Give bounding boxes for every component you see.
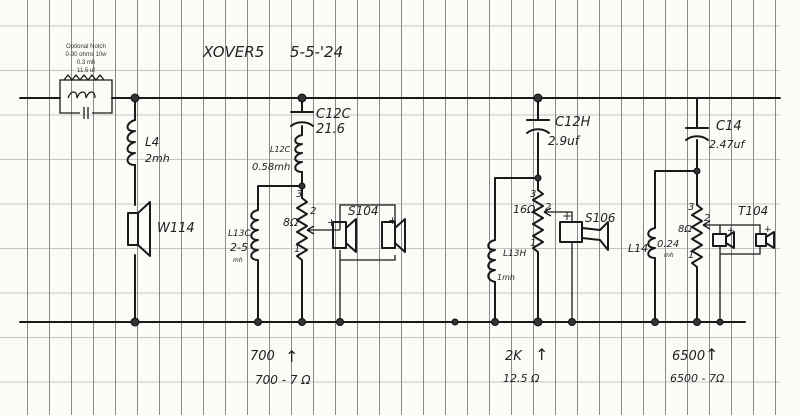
inductor-L12C bbox=[294, 134, 303, 173]
potentiometer-tweeter bbox=[691, 204, 703, 273]
l14-value: 0.24 bbox=[657, 239, 679, 250]
tweeter-note: 6500 - 7Ω bbox=[670, 372, 725, 385]
t104-label: T104 bbox=[738, 204, 768, 218]
upper-pot-pin-1: 1 bbox=[530, 238, 536, 249]
tweeter-pot-pin-1: 1 bbox=[688, 250, 694, 261]
s106-driver bbox=[559, 221, 583, 243]
schematic-title: XOVER5 bbox=[202, 43, 264, 61]
l14-unit: mh bbox=[664, 252, 674, 259]
s106-label: S106 bbox=[585, 211, 616, 225]
mid-pot-value: 8Ω bbox=[283, 216, 299, 229]
mid-pot-pin-2: 2 bbox=[310, 206, 316, 217]
l4-label: L4 bbox=[145, 135, 159, 149]
tweeter-pot-pin-3: 3 bbox=[688, 202, 694, 213]
s106-plus: + bbox=[562, 209, 572, 223]
tweeter-pot-pin-2: 2 bbox=[704, 213, 710, 224]
t104-plus-1: + bbox=[727, 226, 735, 236]
capacitor-C12C bbox=[290, 111, 314, 127]
inductor-L14 bbox=[647, 227, 656, 263]
woofer-label: W114 bbox=[157, 221, 195, 236]
c14-label: C14 bbox=[716, 119, 742, 134]
l13c-label: L13C bbox=[228, 229, 251, 239]
inductor-L13H bbox=[487, 239, 496, 283]
notch-label: Optional Notch bbox=[66, 44, 106, 50]
s104-driver-2 bbox=[381, 221, 396, 249]
t104-driver-2 bbox=[755, 233, 767, 247]
mid-pot-pin-3: 3 bbox=[296, 189, 302, 200]
c12c-label: C12C bbox=[316, 107, 352, 122]
l13c-unit: mh bbox=[233, 257, 243, 264]
l13h-value: 1mh bbox=[497, 273, 515, 282]
notch-resistor: 0-30 ohms 10w bbox=[65, 52, 107, 58]
tweeter-branch bbox=[647, 97, 775, 326]
c12c-value: 21.6 bbox=[316, 122, 345, 137]
graph-paper bbox=[0, 0, 780, 415]
t104-driver-1 bbox=[712, 233, 727, 247]
tweeter-pot-value: 8Ω bbox=[678, 224, 692, 235]
s104-label: S104 bbox=[348, 204, 379, 218]
notch-capacitor: 11.5 uf bbox=[77, 68, 95, 74]
notch-inductor: 0.3 mh bbox=[77, 60, 95, 66]
woofer-branch bbox=[126, 93, 151, 327]
woofer-magnet bbox=[127, 212, 139, 246]
potentiometer-upper bbox=[532, 189, 544, 263]
s104-plus-1: + bbox=[327, 216, 336, 229]
tweeter-freq-arrow: ↑ bbox=[705, 345, 718, 364]
upper-pot-pin-2: 2 bbox=[545, 202, 551, 213]
notch-filter bbox=[59, 73, 113, 119]
l12c-label: L12C bbox=[270, 145, 291, 154]
mid-note: 700 - 7 Ω bbox=[255, 373, 311, 387]
l13h-label: L13H bbox=[503, 249, 526, 259]
upper-crossover-freq: 2K bbox=[505, 349, 523, 364]
upper-branch bbox=[451, 93, 609, 327]
upper-note: 12.5 Ω bbox=[503, 372, 540, 385]
s104-driver-1 bbox=[332, 221, 347, 249]
c14-value: 2.47uf bbox=[709, 138, 746, 151]
l13c-value: 2-5 bbox=[230, 241, 248, 254]
capacitor-C14 bbox=[685, 127, 709, 141]
l14-label: L14 bbox=[628, 242, 648, 255]
t104-plus-2: + bbox=[764, 225, 772, 235]
mid-freq-arrow: ↑ bbox=[285, 347, 298, 366]
inductor-L4 bbox=[126, 119, 136, 166]
mid-crossover-freq: 700 bbox=[250, 349, 275, 364]
l4-value: 2mh bbox=[145, 152, 170, 165]
l12c-value: 0.58mh bbox=[252, 162, 290, 173]
mid-pot-pin-1: 1 bbox=[294, 244, 300, 255]
upper-pot-value: 16Ω bbox=[513, 203, 536, 216]
potentiometer-mid bbox=[296, 197, 308, 271]
capacitor-C12H bbox=[526, 119, 550, 134]
c12h-label: C12H bbox=[555, 115, 591, 130]
c12h-value: 2.9uf bbox=[548, 134, 581, 148]
inductor-L13C bbox=[250, 209, 259, 269]
mid-branch bbox=[250, 93, 406, 326]
s104-plus-2: + bbox=[388, 214, 397, 227]
tweeter-crossover-freq: 6500 bbox=[672, 349, 705, 364]
upper-freq-arrow: ↑ bbox=[535, 345, 548, 364]
woofer-cone bbox=[137, 201, 151, 257]
upper-pot-pin-3: 3 bbox=[530, 189, 536, 200]
schematic-date: 5-5-'24 bbox=[290, 43, 343, 61]
